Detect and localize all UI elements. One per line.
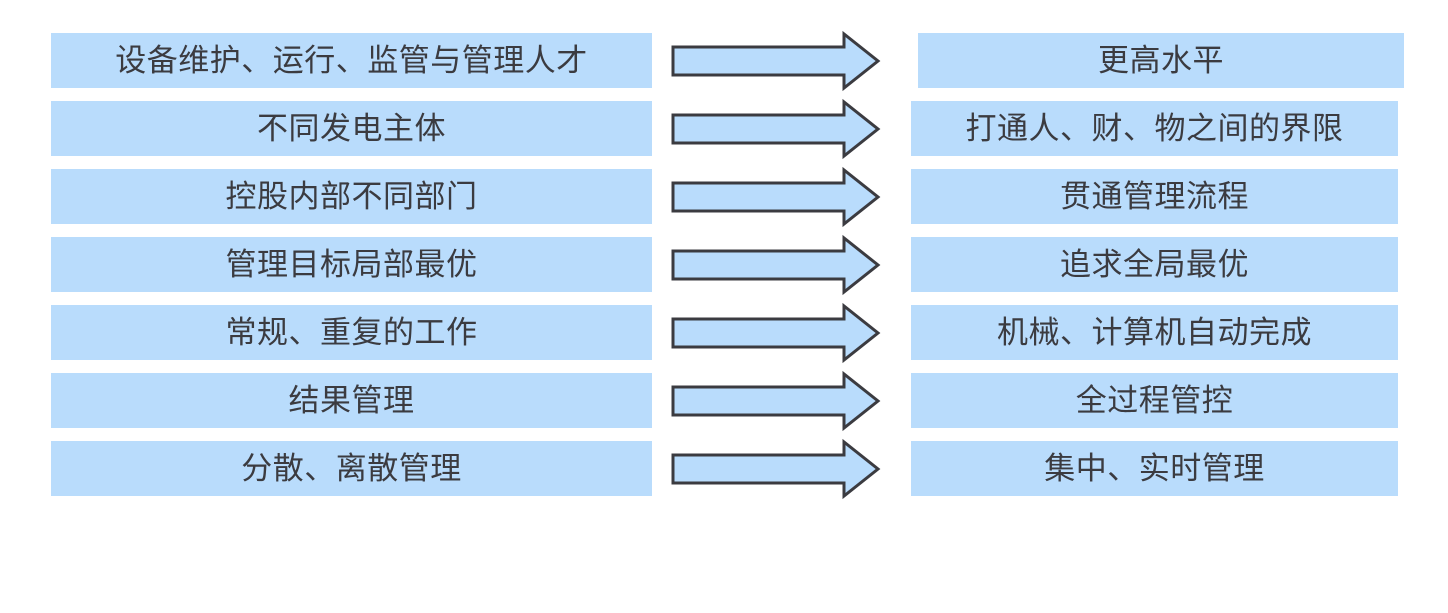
right-state-box[interactable]: 集中、实时管理 xyxy=(911,441,1398,496)
right-block-arrow-icon xyxy=(668,166,883,228)
right-state-label: 追求全局最优 xyxy=(1060,247,1249,282)
left-state-label: 管理目标局部最优 xyxy=(225,247,478,282)
right-state-box[interactable]: 全过程管控 xyxy=(911,373,1398,428)
right-block-arrow-icon xyxy=(668,302,883,364)
right-state-label: 集中、实时管理 xyxy=(1044,451,1265,486)
right-state-label: 打通人、财、物之间的界限 xyxy=(965,111,1344,146)
right-state-label: 贯通管理流程 xyxy=(1060,179,1249,214)
right-state-box[interactable]: 打通人、财、物之间的界限 xyxy=(911,101,1398,156)
left-state-label: 设备维护、运行、监管与管理人才 xyxy=(115,43,588,78)
right-state-box[interactable]: 追求全局最优 xyxy=(911,237,1398,292)
diagram-row: 常规、重复的工作 机械、计算机自动完成 xyxy=(0,302,1448,364)
diagram-row: 设备维护、运行、监管与管理人才 更高水平 xyxy=(0,30,1448,92)
left-state-label: 结果管理 xyxy=(288,383,415,418)
left-state-box[interactable]: 管理目标局部最优 xyxy=(51,237,652,292)
right-state-box[interactable]: 贯通管理流程 xyxy=(911,169,1398,224)
right-block-arrow-icon xyxy=(668,234,883,296)
left-state-box[interactable]: 不同发电主体 xyxy=(51,101,652,156)
right-block-arrow-icon xyxy=(668,370,883,432)
right-block-arrow-icon xyxy=(668,438,883,500)
right-state-box[interactable]: 机械、计算机自动完成 xyxy=(911,305,1398,360)
left-state-box[interactable]: 控股内部不同部门 xyxy=(51,169,652,224)
diagram-row: 管理目标局部最优 追求全局最优 xyxy=(0,234,1448,296)
right-state-label: 机械、计算机自动完成 xyxy=(997,315,1312,350)
right-block-arrow-icon xyxy=(668,98,883,160)
right-state-label: 全过程管控 xyxy=(1075,383,1234,418)
diagram-row: 控股内部不同部门 贯通管理流程 xyxy=(0,166,1448,228)
right-state-label: 更高水平 xyxy=(1098,43,1224,78)
left-state-label: 常规、重复的工作 xyxy=(225,315,478,350)
left-state-box[interactable]: 常规、重复的工作 xyxy=(51,305,652,360)
left-state-label: 控股内部不同部门 xyxy=(225,179,478,214)
left-state-box[interactable]: 分散、离散管理 xyxy=(51,441,652,496)
right-block-arrow-icon xyxy=(668,30,883,92)
diagram-row: 分散、离散管理 集中、实时管理 xyxy=(0,438,1448,500)
left-state-label: 分散、离散管理 xyxy=(241,451,462,486)
left-state-box[interactable]: 结果管理 xyxy=(51,373,652,428)
diagram-row: 结果管理 全过程管控 xyxy=(0,370,1448,432)
diagram-row: 不同发电主体 打通人、财、物之间的界限 xyxy=(0,98,1448,160)
left-state-label: 不同发电主体 xyxy=(257,111,446,146)
left-state-box[interactable]: 设备维护、运行、监管与管理人才 xyxy=(51,33,652,88)
right-state-box[interactable]: 更高水平 xyxy=(918,33,1404,88)
